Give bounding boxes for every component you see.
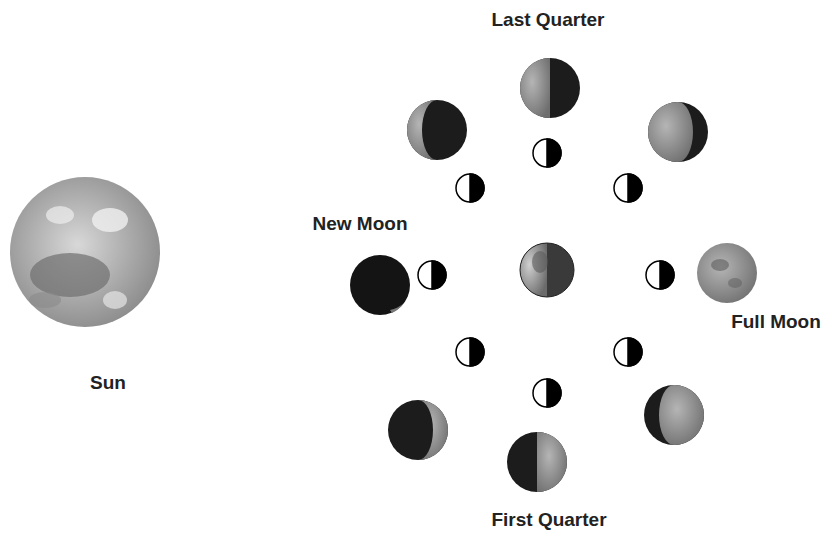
phase-label: First Quarter [491, 509, 606, 532]
phase-label: Last Quarter [492, 9, 605, 32]
earth-figure [520, 243, 574, 297]
sun-figure [10, 177, 160, 327]
phase-label: Full Moon [731, 311, 821, 334]
orbit-moons [418, 139, 674, 407]
moon-phases [350, 58, 757, 492]
phase-label: New Moon [313, 213, 408, 236]
phase-label: Sun [90, 372, 126, 395]
